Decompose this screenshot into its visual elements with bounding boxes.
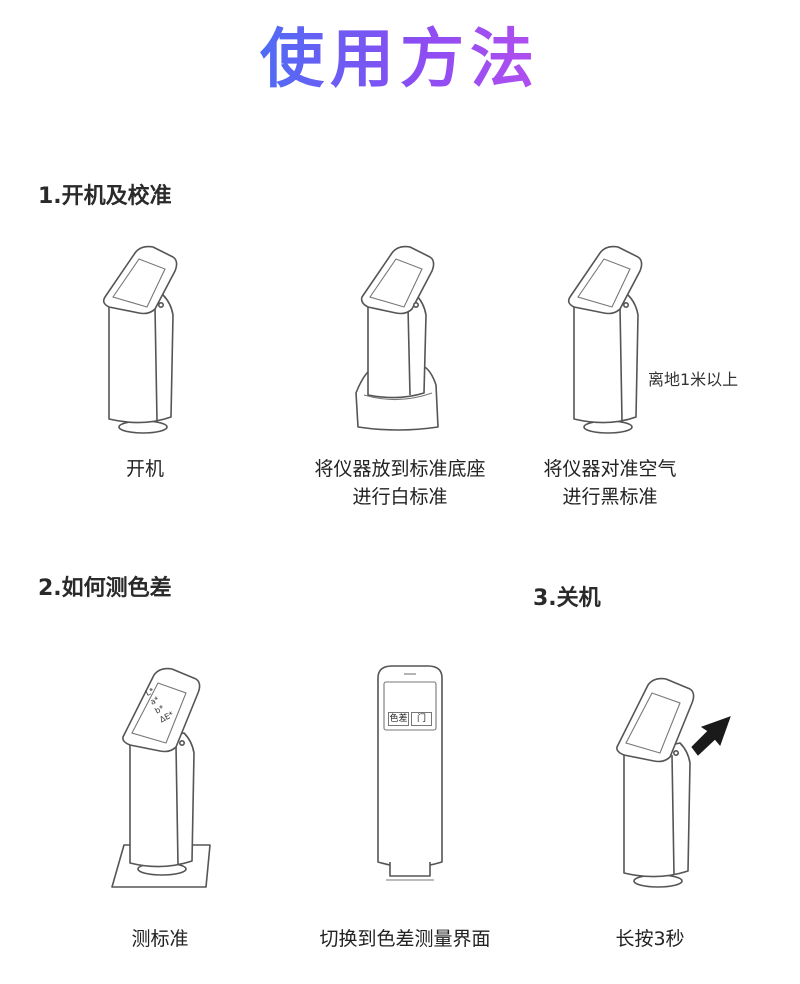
device-measure-standard-illustration	[111, 667, 211, 888]
device-power-on-illustration	[102, 245, 178, 434]
caption-black-calibration: 将仪器对准空气 进行黑标准	[543, 458, 677, 508]
device-front-view-illustration	[377, 665, 443, 881]
caption-white-calibration: 将仪器放到标准底座 进行白标准	[314, 458, 486, 508]
screen-button-door[interactable]: 门	[411, 712, 432, 726]
press-arrow-icon	[691, 716, 731, 756]
note-height-above-ground: 离地1米以上	[648, 370, 739, 389]
device-screen-buttons: 色差 门	[388, 712, 432, 726]
caption-measure-standard: 测标准	[131, 928, 189, 950]
section-heading-power-on-calibrate: 1.开机及校准	[38, 184, 172, 209]
page-title: 使用方法	[0, 18, 800, 102]
device-black-calibration-illustration	[567, 245, 643, 434]
device-power-off-illustration	[616, 677, 731, 888]
device-white-calibration-illustration	[355, 245, 439, 431]
section-heading-measure-color-difference: 2.如何测色差	[38, 576, 172, 601]
caption-long-press: 长按3秒	[615, 928, 685, 950]
page-title-text: 使用方法	[260, 23, 540, 97]
screen-button-color-difference[interactable]: 色差	[388, 712, 409, 726]
section-heading-power-off: 3.关机	[533, 586, 601, 611]
caption-power-on: 开机	[125, 458, 164, 480]
caption-switch-color-difference: 切换到色差测量界面	[319, 928, 491, 950]
